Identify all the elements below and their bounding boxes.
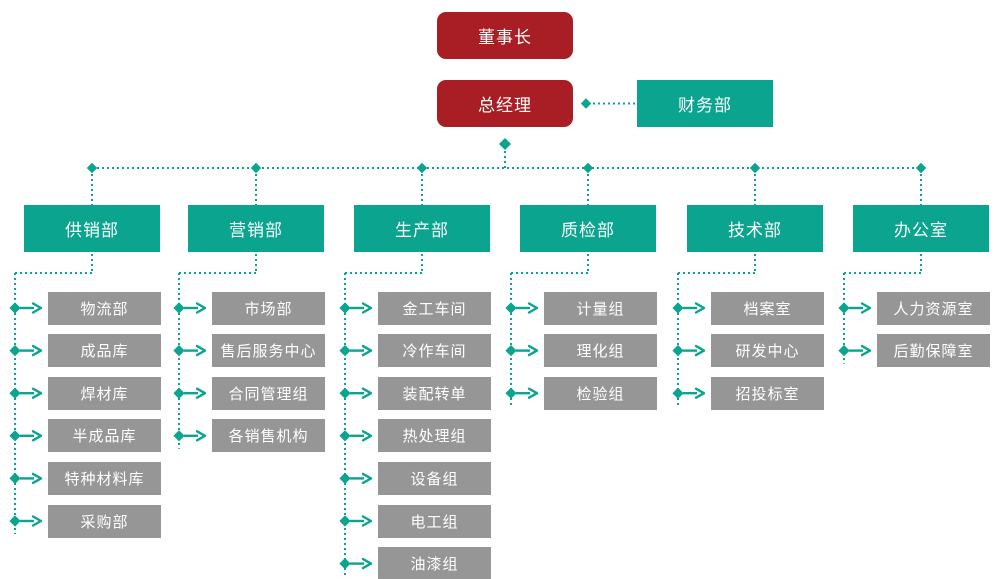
sub-department-box: 半成品库	[48, 419, 161, 453]
sub-department-box: 招投标室	[711, 376, 824, 410]
arrow-head-icon	[361, 557, 373, 570]
sub-department-box: 成品库	[48, 334, 161, 368]
sub-department-box: 各销售机构	[212, 419, 325, 453]
department-box: 办公室	[853, 205, 989, 252]
sub-department-box: 人力资源室	[877, 291, 990, 325]
sub-department-box: 热处理组	[378, 419, 491, 453]
diamond-node-dot	[9, 515, 21, 527]
arrow-head-icon	[31, 344, 43, 357]
arrow-head-icon	[361, 344, 373, 357]
arrow-head-icon	[195, 387, 207, 399]
diamond-node-dot	[838, 345, 850, 357]
diamond-node-dot	[9, 430, 21, 442]
diamond-node-dot	[173, 387, 185, 399]
arrow-head-icon	[31, 472, 43, 485]
sub-department-box: 研发中心	[711, 334, 824, 368]
arrow-head-icon	[31, 430, 43, 442]
diamond-node-dot	[339, 472, 351, 484]
arrow-head-icon	[694, 344, 706, 357]
diamond-node-dot	[339, 430, 351, 442]
diamond-node-dot	[173, 302, 185, 314]
sub-department-box: 油漆组	[378, 547, 491, 579]
diamond-node-dot	[339, 515, 351, 527]
diamond-node-dot	[9, 472, 21, 484]
finance-department-box: 财务部	[637, 80, 773, 127]
diamond-node-dot	[672, 345, 684, 357]
arrow-head-icon	[694, 302, 706, 314]
department-box: 技术部	[687, 205, 823, 252]
sub-department-box: 金工车间	[378, 291, 491, 325]
diamond-node-dot	[250, 162, 262, 174]
diamond-node-dot	[173, 430, 185, 442]
diamond-node-dot	[339, 302, 351, 314]
arrow-head-icon	[361, 472, 373, 485]
sub-department-box: 冷作车间	[378, 334, 491, 368]
diamond-node-dot	[672, 302, 684, 314]
diamond-node-dot	[838, 302, 850, 314]
sub-department-box: 设备组	[378, 461, 491, 495]
diamond-node-dot	[505, 387, 517, 399]
diamond-node-dot	[505, 345, 517, 357]
arrow-head-icon	[361, 430, 373, 442]
diamond-node-dot	[173, 345, 185, 357]
general-manager-box: 总经理	[437, 80, 573, 127]
arrow-head-icon	[195, 430, 207, 442]
sub-department-box: 合同管理组	[212, 376, 325, 410]
sub-department-box: 计量组	[544, 291, 657, 325]
diamond-node-dot	[339, 387, 351, 399]
arrow-head-icon	[694, 387, 706, 399]
arrow-head-icon	[527, 344, 539, 357]
sub-department-box: 售后服务中心	[212, 334, 325, 368]
diamond-node-dot	[416, 162, 428, 174]
arrow-head-icon	[361, 387, 373, 399]
diamond-node-dot	[86, 162, 98, 174]
arrow-head-icon	[195, 344, 207, 357]
sub-department-box: 装配转单	[378, 376, 491, 410]
sub-department-box: 物流部	[48, 291, 161, 325]
diamond-node-dot	[9, 302, 21, 314]
sub-department-box: 市场部	[212, 291, 325, 325]
arrow-head-icon	[361, 302, 373, 314]
arrow-head-icon	[860, 302, 872, 314]
diamond-node-dot	[505, 302, 517, 314]
sub-department-box: 理化组	[544, 334, 657, 368]
department-box: 供销部	[24, 205, 160, 252]
diamond-node-dot	[339, 558, 351, 570]
arrow-head-icon	[361, 515, 373, 527]
diamond-node-dot	[672, 387, 684, 399]
arrow-head-icon	[195, 302, 207, 314]
diamond-node-dot	[339, 345, 351, 357]
diamond-node-dot	[9, 345, 21, 357]
diamond-node-dot	[580, 98, 592, 109]
diamond-node-dot	[9, 387, 21, 399]
arrow-head-icon	[31, 387, 43, 399]
diamond-node-dot	[582, 162, 594, 174]
sub-department-box: 检验组	[544, 376, 657, 410]
sub-department-box: 后勤保障室	[877, 334, 990, 368]
sub-department-box: 档案室	[711, 291, 824, 325]
chairman-box: 董事长	[437, 12, 573, 59]
department-box: 营销部	[188, 205, 324, 252]
sub-department-box: 电工组	[378, 504, 491, 538]
diamond-node-dot	[499, 138, 511, 150]
sub-department-box: 采购部	[48, 504, 161, 538]
department-box: 质检部	[520, 205, 656, 252]
diamond-node-dot	[915, 162, 927, 174]
diamond-node-dot	[749, 162, 761, 174]
sub-department-box: 特种材料库	[48, 461, 161, 495]
arrow-head-icon	[527, 302, 539, 314]
sub-department-box: 焊材库	[48, 376, 161, 410]
department-box: 生产部	[354, 205, 490, 252]
arrow-head-icon	[31, 302, 43, 314]
arrow-head-icon	[860, 344, 872, 357]
arrow-head-icon	[31, 515, 43, 527]
arrow-head-icon	[527, 387, 539, 399]
